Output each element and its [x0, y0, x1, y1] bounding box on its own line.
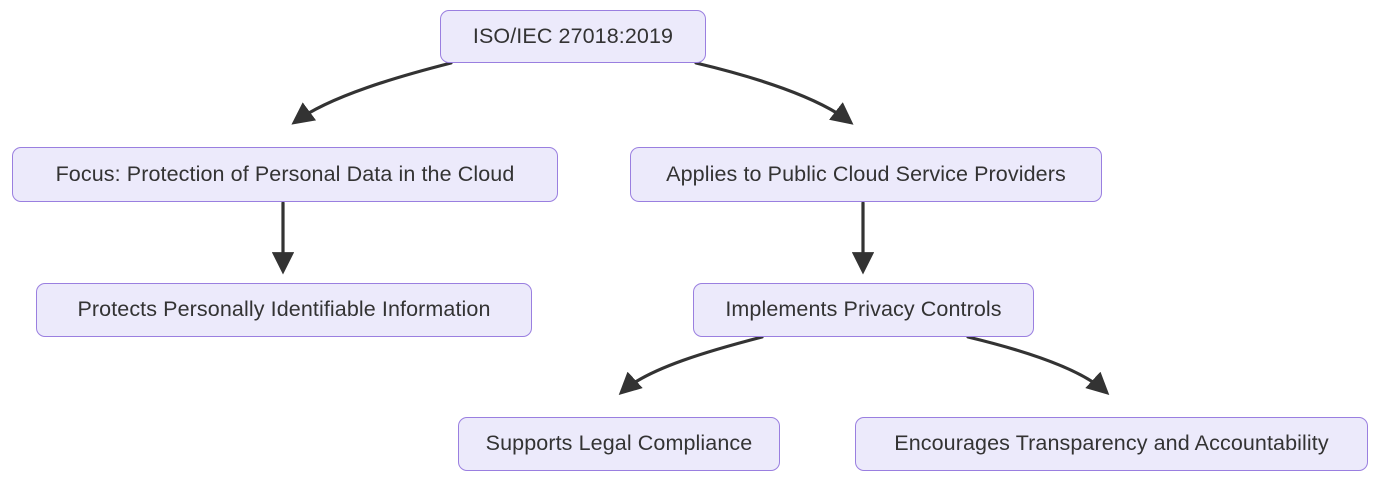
node-label: Implements Privacy Controls: [725, 297, 1002, 322]
node-label: Encourages Transparency and Accountabili…: [894, 431, 1329, 456]
node-applies-to-public-cloud-service-providers[interactable]: Applies to Public Cloud Service Provider…: [630, 147, 1102, 202]
edge-implements-to-encourages: [966, 335, 1110, 396]
node-label: Focus: Protection of Personal Data in th…: [55, 161, 515, 186]
node-label: Protects Personally Identifiable Informa…: [77, 297, 491, 322]
edge-root-to-focus: [291, 61, 453, 125]
node-iso-iec-27018-2019[interactable]: ISO/IEC 27018:2019: [440, 10, 706, 63]
edge-implements-to-supports: [618, 335, 764, 396]
node-supports-legal-compliance[interactable]: Supports Legal Compliance: [458, 417, 780, 471]
edge-root-to-applies: [694, 61, 854, 125]
node-label: Supports Legal Compliance: [485, 431, 753, 456]
node-encourages-transparency-and-accountability[interactable]: Encourages Transparency and Accountabili…: [855, 417, 1368, 471]
node-implements-privacy-controls[interactable]: Implements Privacy Controls: [693, 283, 1034, 337]
node-label: ISO/IEC 27018:2019: [472, 23, 674, 48]
node-focus-protection-of-personal-data[interactable]: Focus: Protection of Personal Data in th…: [12, 147, 558, 202]
node-protects-personally-identifiable-information[interactable]: Protects Personally Identifiable Informa…: [36, 283, 532, 337]
node-label: Applies to Public Cloud Service Provider…: [666, 161, 1066, 186]
